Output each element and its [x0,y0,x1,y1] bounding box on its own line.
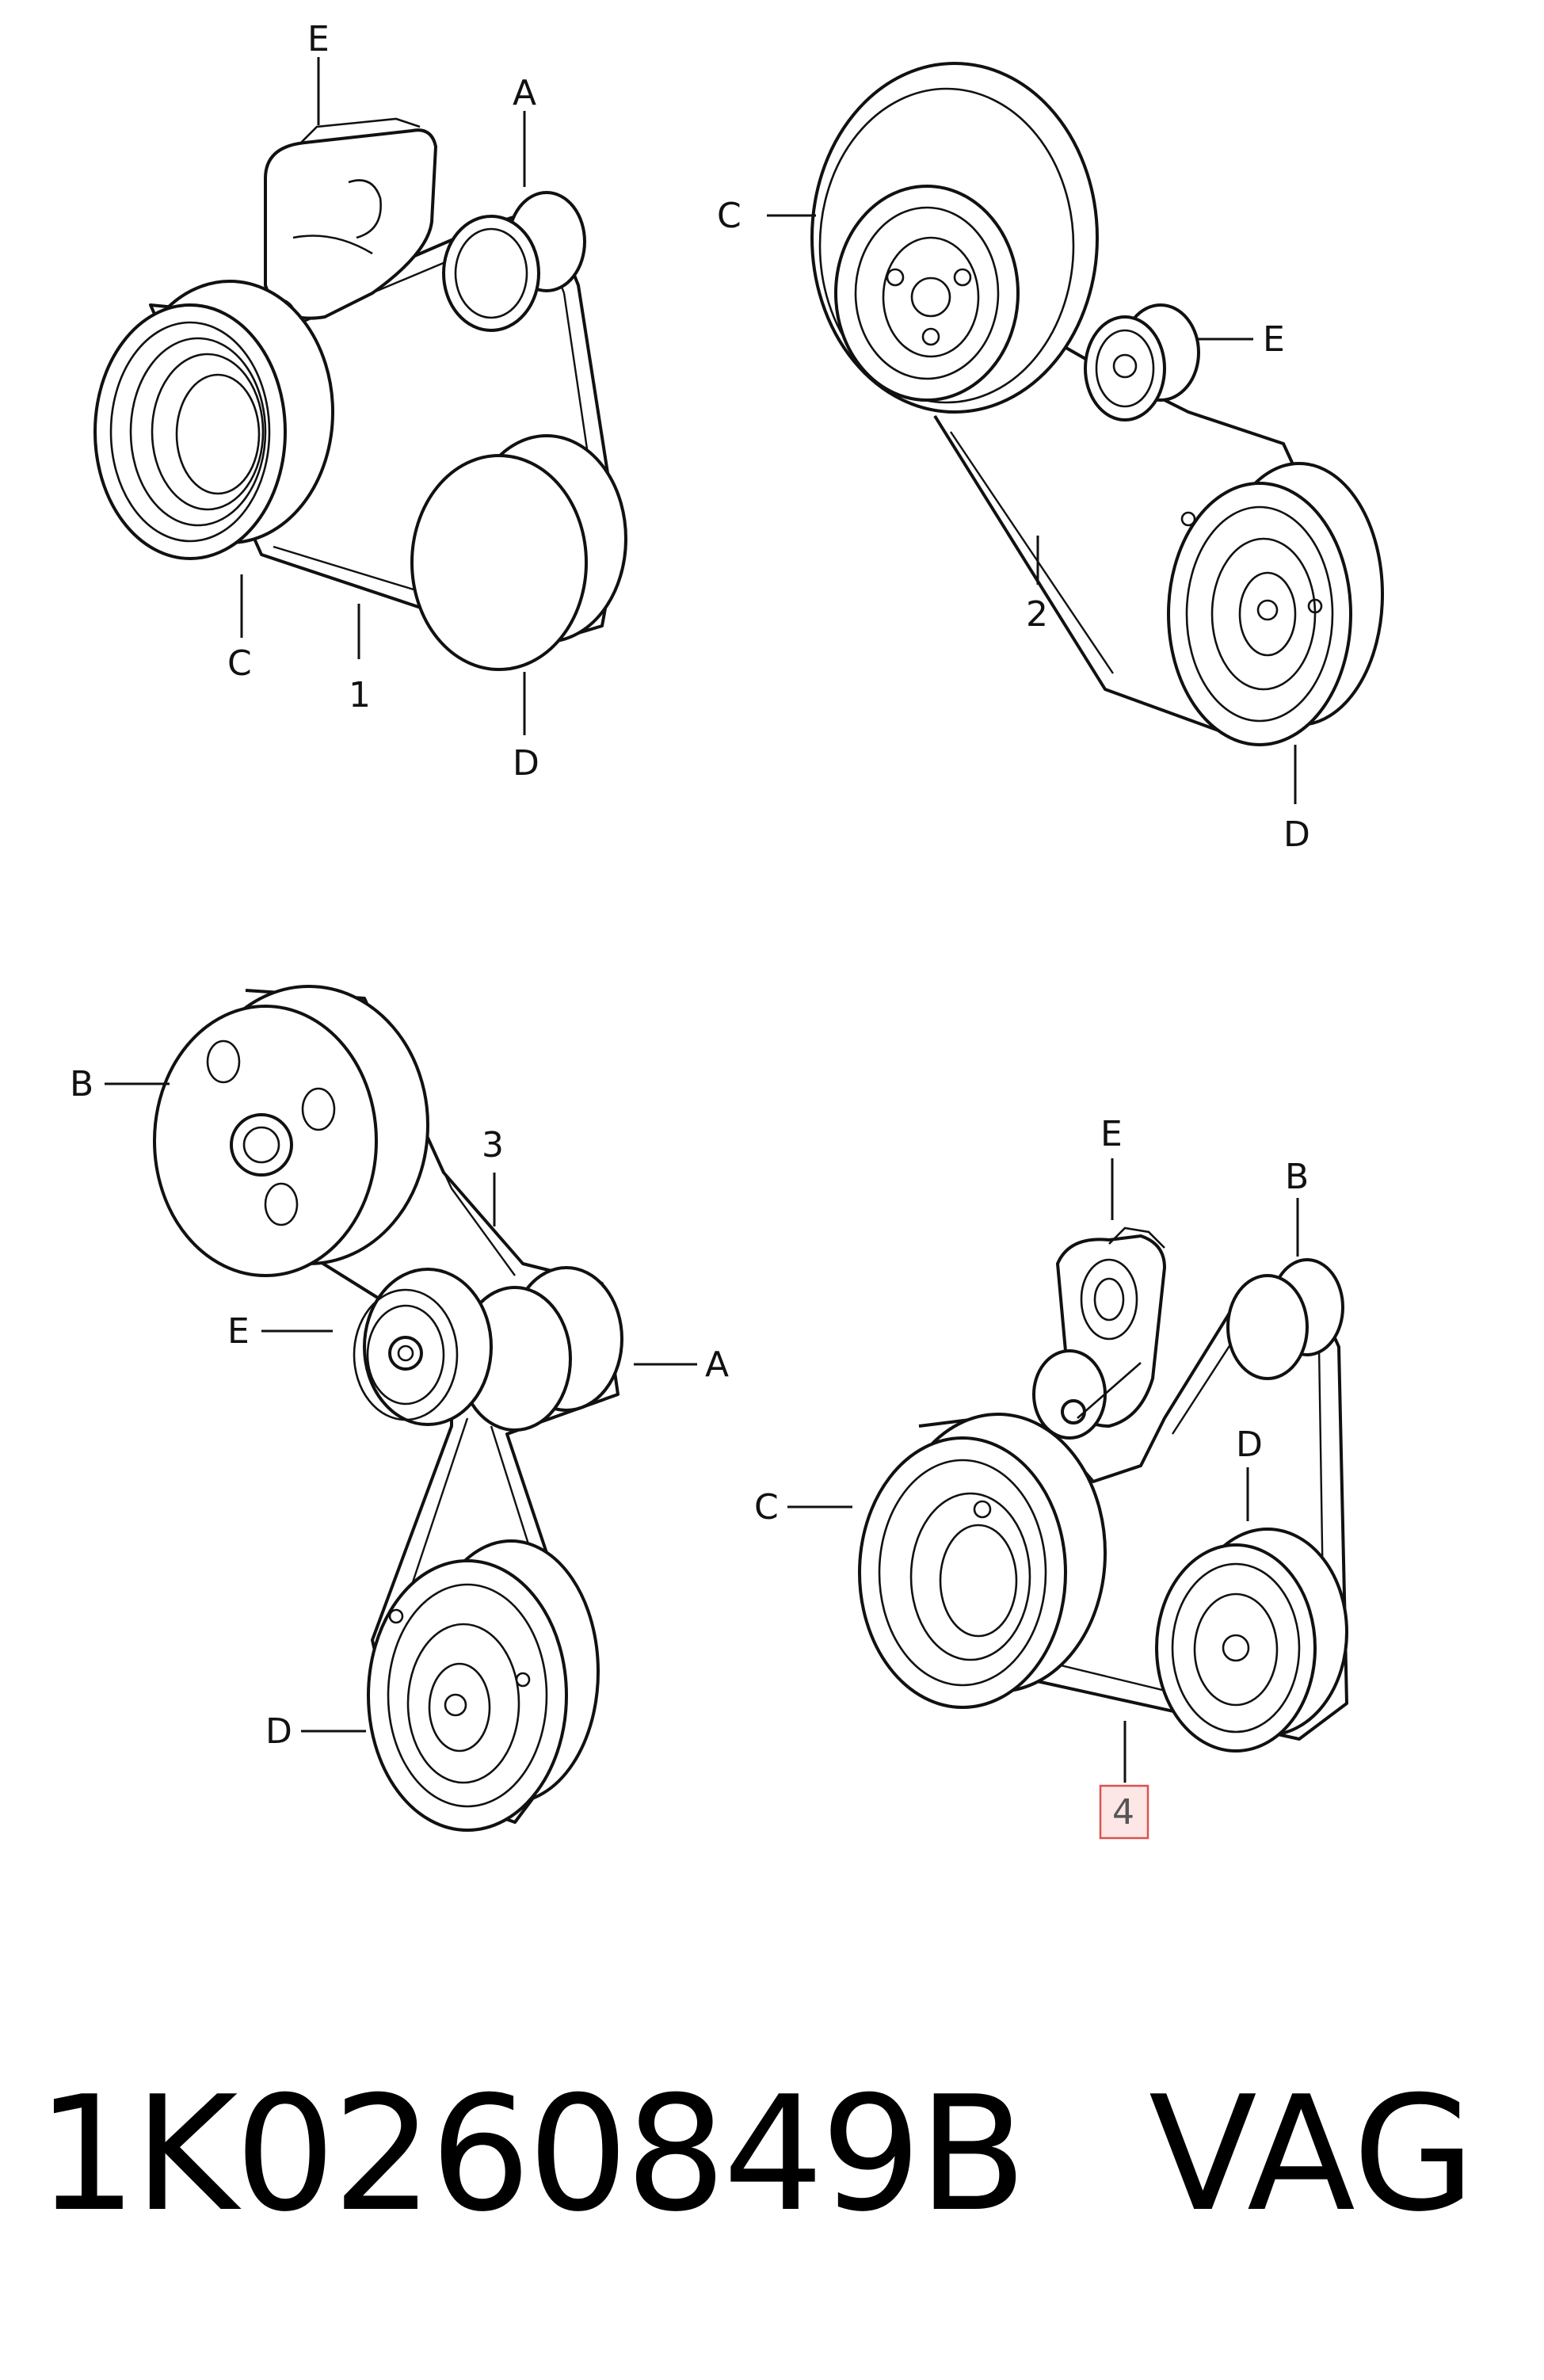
pulley-d-view1 [410,434,627,671]
tensioner-e-view4 [1032,1226,1167,1440]
label-d-view1: D [513,743,539,784]
label-e-view1: E [307,19,330,59]
belt-routing-diagram: E A C 1 D [70,19,1384,1840]
label-c-view2: C [717,196,742,236]
label-e-view4: E [1100,1114,1123,1154]
pulley-d-view4 [1155,1528,1348,1753]
label-a-view1: A [513,73,536,113]
pulley-d-view2 [1167,462,1384,746]
label-d-view2: D [1283,814,1310,855]
pulley-a-view1 [442,191,586,332]
label-belt-2: 2 [1026,594,1048,635]
view-2: C E 2 D [717,62,1384,855]
view-4: E B D C 4 [754,1114,1348,1840]
label-b-view3: B [70,1064,93,1104]
pulley-c-view1 [93,280,334,560]
label-belt-4[interactable]: 4 [1112,1792,1134,1833]
highlight-callout-box[interactable] [1099,1784,1149,1840]
pulley-d-view3 [367,1539,600,1832]
label-belt-1: 1 [349,675,371,715]
label-belt-3: 3 [482,1125,504,1165]
view-3: B 3 E A D [70,985,729,1832]
pulley-b-view4 [1226,1258,1344,1380]
pulley-c-view2 [810,62,1099,414]
tensioner-e-view2 [1084,303,1200,421]
label-d-view4: D [1236,1425,1263,1465]
label-e-view3: E [227,1311,250,1352]
label-d-view3: D [265,1711,292,1752]
label-e-view2: E [1263,319,1285,360]
caption: 1K0260849B VAG [0,2052,1544,2258]
tensioner-e-view3 [353,1268,493,1426]
part-number: 1K0260849B [36,2062,1027,2247]
pulley-c-view4 [858,1413,1107,1709]
label-c-view4: C [754,1487,779,1528]
view-1: E A C 1 D [93,19,627,784]
brand-name: VAG [1149,2062,1476,2247]
label-b-view4: B [1285,1157,1309,1197]
label-c-view1: C [227,643,252,684]
label-a-view3: A [705,1344,729,1385]
pulley-b-view3 [153,985,429,1277]
